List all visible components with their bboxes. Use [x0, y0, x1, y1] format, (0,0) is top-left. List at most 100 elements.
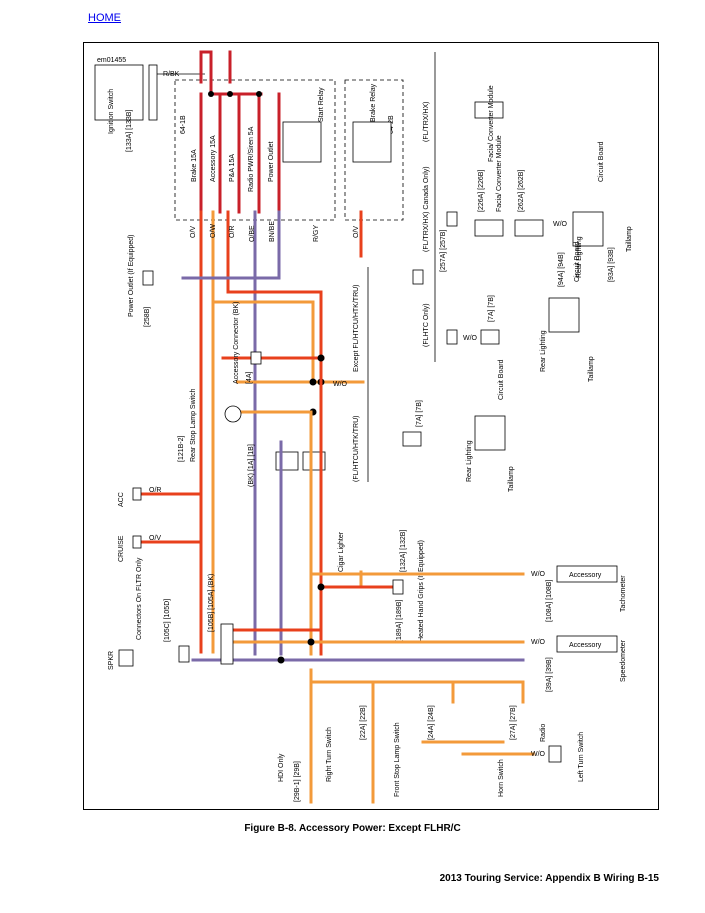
fuse-radio: Radio PWR/Siren 5A [248, 126, 255, 192]
cruise-label: CRUISE [118, 535, 125, 562]
home-link[interactable]: HOME [88, 12, 121, 24]
rear-lighting-label-1: Rear Lighting [576, 236, 583, 278]
accessory-connector-id: [4A] [246, 371, 253, 384]
acc-wire-label: O/R [149, 487, 161, 494]
conn-257b-3 [446, 329, 458, 345]
speedo-conn-label: [39A] [39B] [546, 657, 553, 692]
wiring-diagram: .w{fill:none;stroke-width:3;stroke-linec… [94, 50, 633, 804]
fuse-brake: Brake 15A [191, 149, 198, 182]
conn-105ab-label: [105B] [105A] (BK) [208, 574, 215, 632]
wo-label-4: W/O [531, 571, 546, 578]
circuit-board-1 [572, 211, 604, 247]
wire-label-ow: O/W [210, 224, 217, 238]
flhtc-only-label: (FLHTC Only) [423, 303, 430, 347]
left-turn-connector [548, 745, 562, 763]
radio-conn: [27A] [27B] [510, 705, 517, 740]
accessory-connector [250, 351, 262, 365]
acc-label: ACC [118, 492, 125, 507]
accessory-connector-label: Accessory Connector (BK) [233, 302, 240, 384]
facia-module-2 [474, 219, 504, 237]
power-outlet-conn: [258B] [144, 307, 151, 327]
hdi-only-label: HDI Only [278, 753, 285, 782]
except-label: Except FL/HTCU/HTK/TRU) [353, 284, 360, 372]
power-outlet-label: Power Outlet (If Equipped) [128, 235, 135, 318]
fl-trx-hx-label: (FL/TRX/HX) [423, 102, 430, 142]
ignition-connector [148, 64, 158, 121]
ignition-switch-box [94, 64, 144, 121]
hdi-conn-label: [29B-1] [29B] [294, 761, 301, 802]
start-relay-box [282, 121, 322, 163]
taillamp-label-3: Taillamp [508, 466, 515, 492]
rear-lighting-label-2: Rear Lighting [540, 330, 547, 372]
left-turn-label: Left Turn Switch [578, 732, 585, 782]
conn-257-label: [257A] [257B] [440, 230, 447, 272]
fuse-pa: P&A 15A [229, 154, 236, 182]
relay-block-outline [344, 79, 404, 221]
wire-label-ov2: O/V [353, 226, 360, 238]
circuit-board-label-3: Circuit Board [498, 359, 505, 400]
cruise-connector [132, 535, 142, 549]
conn-257b-2 [446, 211, 458, 227]
connector-105cd [178, 645, 190, 663]
fuse-block-label: 64-1B [180, 115, 187, 134]
circuit-board-2 [548, 297, 580, 333]
heated-grips-connector [392, 579, 404, 595]
front-stop-label: Front Stop Lamp Switch [394, 722, 401, 797]
conn-7-2 [402, 431, 422, 447]
conn-7-1 [480, 329, 500, 345]
power-outlet-connector [142, 270, 154, 286]
diagram-frame [83, 42, 659, 810]
brake-relay-box [352, 121, 392, 163]
conn-257a-1 [412, 269, 424, 285]
connector-105ab [220, 623, 234, 665]
ign-wire-label: R/BK [163, 71, 180, 78]
conn-262-label: [262A] [262B] [518, 170, 525, 212]
wire-label-rgy: R/GY [313, 225, 320, 242]
facia-module-1 [474, 101, 504, 119]
acc-connector [132, 487, 142, 501]
ignition-connector-label: [133A] [133B] [126, 110, 133, 152]
wo-label-2: W/O [463, 335, 478, 342]
wire-label-ov: O/V [190, 226, 197, 238]
wire-label-obe: O/BE [249, 225, 256, 242]
tachometer-label: Tachometer [620, 575, 627, 612]
figure-code: em01455 [97, 57, 126, 64]
conn-7-label-2: [7A] [7B] [416, 400, 423, 427]
facia-module-3 [514, 219, 544, 237]
start-relay-label: Start Relay [318, 87, 325, 122]
taillamp-label-2: Taillamp [588, 356, 595, 382]
circuit-board-3 [474, 415, 506, 451]
facia-converter-label-2: Facia/ Converter Module [496, 135, 503, 212]
fuse-accessory: Accessory 15A [210, 135, 217, 182]
fuse-power-outlet: Power Outlet [268, 141, 275, 182]
right-turn-conn: [22A] [22B] [360, 705, 367, 740]
page-footer: 2013 Touring Service: Appendix B Wiring … [439, 873, 659, 884]
heated-grips-label: Heated Hand Grips (If Equipped) [418, 540, 425, 642]
cigar-conn-label: [132A] [132B] [400, 530, 407, 572]
rear-stop-conn: [121B-2] [178, 435, 185, 462]
circuit-board-label-1: Circuit Board [598, 141, 605, 182]
rear-lighting-label-3: Rear Lighting [466, 440, 473, 482]
wire-label-or: O/R [229, 226, 236, 238]
connectors-fltr-label: Connectors On FLTR Only [136, 557, 143, 640]
radio-label: Radio [540, 724, 547, 742]
bk-connector-label: (BK) [1A] [1B] [248, 444, 255, 487]
cruise-wire-label: O/V [149, 535, 161, 542]
relay-block-label: 64-2B [388, 115, 395, 134]
fl-trx-hx-canada-label: (FL/TRX/HX) Canada Only) [423, 166, 430, 252]
horn-conn: [24A] [24B] [428, 705, 435, 740]
heated-conn-label: [189A] [189B] [396, 600, 403, 642]
conn-105cd-label: [105C] [105D] [164, 599, 171, 642]
wo-label-3: W/O [333, 381, 348, 388]
rear-stop-label: Rear Stop Lamp Switch [190, 388, 197, 462]
rear-stop-switch-icon [224, 405, 242, 423]
figure-caption: Figure B-8. Accessory Power: Except FLHR… [244, 823, 461, 834]
conn-93-label: [93A] [93B] [608, 247, 615, 282]
taillamp-label-1: Taillamp [626, 226, 633, 252]
conn-94-label: [94A] [94B] [558, 252, 565, 287]
conn-226-label: [226A] [226B] [478, 170, 485, 212]
wire-label-bnbe: BN/BE [269, 221, 276, 242]
spkr-label: SPKR [108, 651, 115, 670]
horn-label: Horn Switch [498, 759, 505, 797]
tachometer-box [556, 565, 618, 583]
